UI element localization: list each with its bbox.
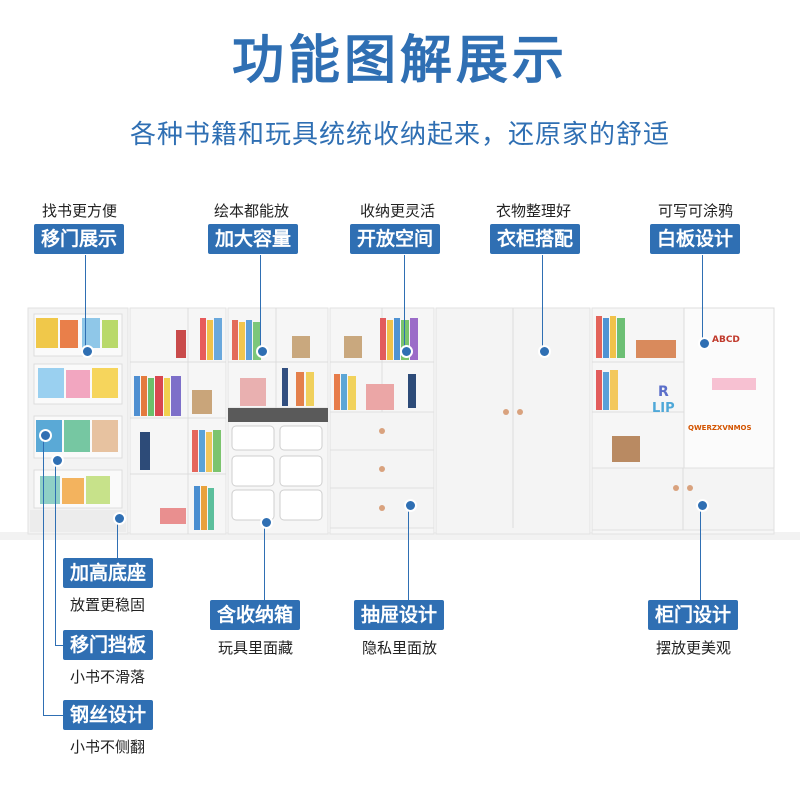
feature-caption-steel-wire: 小书不侧翻 <box>70 738 146 756</box>
feature-tag-open-space: 开放空间 <box>350 224 441 254</box>
feature-tag-cabinet-doors: 柜门设计 <box>648 600 739 630</box>
feature-caption-storage-bins: 玩具里面藏 <box>218 639 294 657</box>
whiteboard-magnet-row: QWERZXVNMOS <box>688 424 752 432</box>
feature-caption-wardrobe: 衣物整理好 <box>496 202 572 220</box>
feature-tag-capacity: 加大容量 <box>208 224 299 254</box>
storage-bin-unit <box>227 307 329 535</box>
whiteboard-magnet-word: LIP <box>652 401 675 416</box>
feature-caption-sliding-door: 找书更方便 <box>42 202 118 220</box>
connector-line <box>542 255 543 350</box>
connector-line <box>85 255 86 350</box>
hotspot-dot <box>400 345 413 358</box>
feature-caption-cabinet-doors: 摆放更美观 <box>656 639 732 657</box>
connector-line <box>702 255 703 342</box>
connector-line <box>404 255 405 350</box>
hotspot-dot <box>256 345 269 358</box>
connector-line <box>55 645 65 646</box>
hotspot-dot <box>260 516 273 529</box>
connector-line <box>55 460 56 645</box>
feature-caption-raised-base: 放置更稳固 <box>70 596 146 614</box>
feature-tag-steel-wire: 钢丝设计 <box>63 700 154 730</box>
wardrobe-unit <box>435 307 591 535</box>
feature-tag-sliding-baffle: 移门挡板 <box>63 630 154 660</box>
connector-line <box>700 505 701 602</box>
connector-line <box>408 505 409 602</box>
feature-tag-whiteboard: 白板设计 <box>650 224 741 254</box>
hotspot-dot <box>538 345 551 358</box>
whiteboard-magnet-text: ABCD <box>712 335 740 345</box>
connector-line <box>264 522 265 602</box>
connector-line <box>117 518 118 573</box>
feature-tag-sliding-door: 移门展示 <box>34 224 125 254</box>
hotspot-dot <box>39 429 52 442</box>
hotspot-dot <box>698 337 711 350</box>
feature-tag-drawers: 抽屉设计 <box>354 600 445 630</box>
furniture-illustration: ABCD R LIP QWERZXVNMOS <box>0 307 800 540</box>
sliding-bookcase-unit <box>27 307 129 535</box>
open-bookcase-unit <box>129 307 227 535</box>
hotspot-dot <box>404 499 417 512</box>
feature-caption-drawers: 隐私里面放 <box>362 639 438 657</box>
page-subtitle: 各种书籍和玩具统统收纳起来，还原家的舒适 <box>129 120 670 150</box>
connector-line <box>260 255 261 350</box>
whiteboard-cabinet-unit: ABCD R LIP QWERZXVNMOS <box>591 307 775 535</box>
feature-tag-storage-bins: 含收纳箱 <box>210 600 301 630</box>
drawer-unit <box>329 307 435 535</box>
feature-caption-whiteboard: 可写可涂鸦 <box>658 202 734 220</box>
feature-caption-capacity: 绘本都能放 <box>214 202 290 220</box>
page-title: 功能图解展示 <box>231 31 568 91</box>
connector-line <box>43 715 65 716</box>
feature-tag-raised-base: 加高底座 <box>63 558 154 588</box>
hotspot-dot <box>113 512 126 525</box>
hotspot-dot <box>81 345 94 358</box>
feature-caption-sliding-baffle: 小书不滑落 <box>70 668 146 686</box>
whiteboard-magnet-letter: R <box>658 384 669 400</box>
hotspot-dot <box>696 499 709 512</box>
feature-caption-open-space: 收纳更灵活 <box>360 202 436 220</box>
connector-line <box>43 435 44 715</box>
hotspot-dot <box>51 454 64 467</box>
feature-tag-wardrobe: 衣柜搭配 <box>490 224 581 254</box>
